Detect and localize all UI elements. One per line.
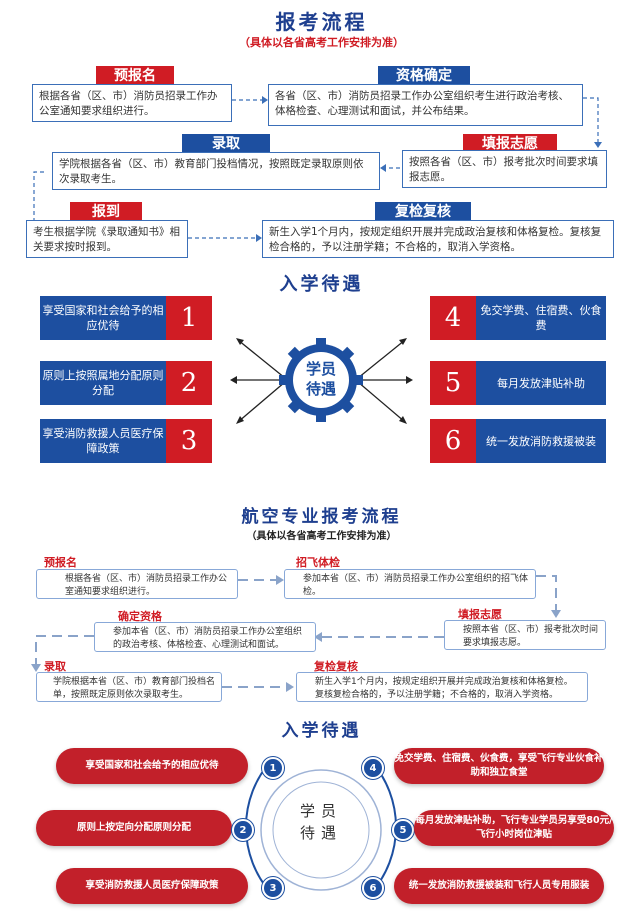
aero-benefit-4-text: 免交学费、住宿费、伙食费，享受飞行专业伙食补助和独立食堂 [394, 748, 604, 784]
benefit-2-text: 原则上按照属地分配原则分配 [40, 361, 166, 405]
aero-benefit-4-num: 4 [362, 757, 384, 779]
section4-center-line1: 学员 [299, 802, 342, 820]
section3-subtitle: （具体以各省高考工作安排为准） [246, 531, 397, 542]
section2-title: 入学待遇 [279, 274, 364, 295]
benefit-4: 4 免交学费、住宿费、伙食费 [430, 296, 606, 340]
aero-benefit-3-num: 3 [262, 877, 284, 899]
aero-step-qualify-text: 参加本省（区、市）消防员招录工作办公室组织的政治考核、体格检查、心理测试和面试。 [94, 622, 316, 652]
aero-step-prereg-label: 预报名 [44, 556, 77, 569]
aero-benefit-5-text: 每月发放津贴补助，飞行专业学员另享受80元/飞行小时岗位津贴 [414, 810, 614, 846]
section3-title: 航空专业报考流程 [241, 507, 402, 527]
step-recheck-text: 新生入学1个月内，按规定组织开展并完成政治复核和体格复检。复核复检合格的，予以注… [262, 220, 614, 258]
aero-benefit-3-text: 享受消防救援人员医疗保障政策 [56, 868, 248, 904]
section3-connectors [31, 575, 561, 692]
section2-arrows [230, 338, 413, 424]
step-report-text: 考生根据学院《录取通知书》相关要求按时报到。 [26, 220, 188, 258]
step-recheck-label: 复检复核 [375, 202, 471, 222]
benefit-5-num: 5 [430, 361, 476, 405]
benefit-4-text: 免交学费、住宿费、伙食费 [476, 296, 606, 340]
benefit-1: 享受国家和社会给予的相应优待 1 [40, 296, 212, 340]
step-apply-label: 填报志愿 [463, 134, 557, 154]
aero-step-physical-text: 参加本省（区、市）消防员招录工作办公室组织的招飞体检。 [284, 569, 536, 599]
aero-benefit-1-text: 享受国家和社会给予的相应优待 [56, 748, 248, 784]
aero-benefit-6-num: 6 [362, 877, 384, 899]
section2-center-line1: 学员 [305, 360, 336, 378]
step-admit-label: 录取 [182, 134, 270, 154]
step-prereg-text: 根据各省（区、市）消防员招录工作办公室通知要求组织进行。 [32, 84, 232, 122]
benefit-6-text: 统一发放消防救援被装 [476, 419, 606, 463]
aero-step-apply-text: 按照本省（区、市）报考批次时间要求填报志愿。 [444, 620, 606, 650]
aero-step-recheck-label: 复检复核 [314, 660, 358, 673]
step-apply-text: 按照各省（区、市）报考批次时间要求填报志愿。 [402, 150, 607, 188]
aero-step-apply-label: 填报志愿 [458, 608, 502, 621]
benefit-2: 原则上按照属地分配原则分配 2 [40, 361, 212, 405]
benefit-3-text: 享受消防救援人员医疗保障政策 [40, 419, 166, 463]
benefit-6-num: 6 [430, 419, 476, 463]
aero-benefit-5-num: 5 [392, 819, 414, 841]
aero-step-qualify-label: 确定资格 [118, 610, 162, 623]
section2-center-line2: 待遇 [305, 380, 336, 398]
step-admit-text: 学院根据各省（区、市）教育部门投档情况，按照既定录取原则依次录取考生。 [52, 152, 380, 190]
step-report-label: 报到 [70, 202, 142, 222]
benefit-4-num: 4 [430, 296, 476, 340]
section4-center-line2: 待遇 [299, 824, 342, 842]
benefit-3: 享受消防救援人员医疗保障政策 3 [40, 419, 212, 463]
aero-step-recheck-text: 新生入学1个月内，按规定组织开展并完成政治复核和体格复检。复核复检合格的，予以注… [296, 672, 588, 702]
aero-step-admit-label: 录取 [44, 660, 66, 673]
benefit-5-text: 每月发放津贴补助 [476, 361, 606, 405]
aero-step-prereg-text: 根据各省（区、市）消防员招录工作办公室通知要求组织进行。 [36, 569, 238, 599]
aero-benefit-6-text: 统一发放消防救援被装和飞行人员专用服装 [394, 868, 604, 904]
benefit-6: 6 统一发放消防救援被装 [430, 419, 606, 463]
benefit-1-num: 1 [166, 296, 212, 340]
step-prereg-label: 预报名 [96, 66, 174, 86]
aero-benefit-2-text: 原则上按定向分配原则分配 [36, 810, 232, 846]
section4-title: 入学待遇 [281, 721, 362, 741]
aero-step-admit-text: 学院根据本省（区、市）教育部门投档名单，按照既定原则依次录取考生。 [36, 672, 222, 702]
section1-subtitle: （具体以各省高考工作安排为准） [239, 36, 404, 49]
aero-benefit-1-num: 1 [262, 757, 284, 779]
step-qualify-label: 资格确定 [378, 66, 470, 86]
section4-center: 学员 待遇 [291, 800, 351, 844]
section1-title: 报考流程 [275, 10, 368, 34]
benefit-1-text: 享受国家和社会给予的相应优待 [40, 296, 166, 340]
section2-center: 学员 待遇 [296, 359, 346, 399]
aero-benefit-2-num: 2 [232, 819, 254, 841]
aero-step-physical-label: 招飞体检 [296, 556, 340, 569]
benefit-2-num: 2 [166, 361, 212, 405]
benefit-5: 5 每月发放津贴补助 [430, 361, 606, 405]
step-qualify-text: 各省（区、市）消防员招录工作办公室组织考生进行政治考核、体格检查、心理测试和面试… [268, 84, 583, 126]
benefit-3-num: 3 [166, 419, 212, 463]
